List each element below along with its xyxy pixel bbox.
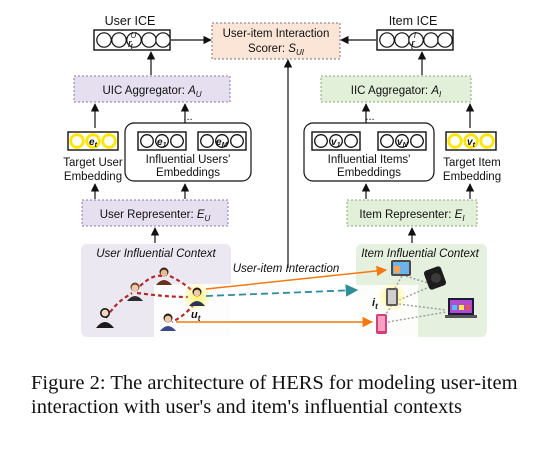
- influential-users-embeddings: ... e1 eM Influential Users' Embeddings: [124, 111, 252, 182]
- influential-users-label-line1: Influential Users': [146, 154, 231, 166]
- figure-caption: Figure 2: The architecture of HERS for m…: [31, 371, 541, 419]
- influential-user-last-symbol: eM: [216, 137, 228, 149]
- uic-aggregator-label: UIC Aggregator: AU: [102, 85, 201, 99]
- target-item-label-line2: Embedding: [443, 171, 501, 183]
- item-laptop-icon: [445, 298, 477, 318]
- uic-aggregator-box: UIC Aggregator: AU: [73, 75, 231, 103]
- user-representer-label: User Representer: EU: [100, 209, 211, 223]
- influential-items-label-line1: Influential Items': [328, 154, 411, 166]
- item-representer-label: Item Representer: EI: [359, 209, 465, 223]
- item-ice-label: Item ICE: [389, 14, 438, 28]
- item-representer-box: Item Representer: EI: [346, 199, 478, 227]
- interaction-arrow-to-target-item: [205, 284, 359, 297]
- influential-item-first-symbol: v1: [331, 137, 341, 149]
- user-avatar-woman: [96, 308, 114, 328]
- interaction-label: User-item Interaction: [233, 263, 340, 275]
- target-item-icon: [377, 282, 407, 312]
- influential-items-embeddings: ... v1 vN Influential Items' Embeddings: [303, 111, 435, 182]
- influential-items-ellipsis: ...: [365, 111, 374, 123]
- influential-items-label-line2: Embeddings: [337, 167, 401, 179]
- influential-item-last-symbol: vN: [397, 137, 409, 149]
- item-phone-icon: [376, 314, 387, 334]
- target-user-label-line1: Target User: [63, 157, 123, 169]
- user-ice-label: User ICE: [105, 14, 156, 28]
- item-speaker-icon: [423, 266, 447, 290]
- caption-line-2: interaction with user's and item's influ…: [31, 396, 462, 418]
- influential-users-label-line2: Embeddings: [156, 167, 220, 179]
- target-item-label-line1: Target Item: [443, 157, 501, 169]
- iic-aggregator-box: IIC Aggregator: AI: [320, 75, 472, 103]
- target-user-label-line2: Embedding: [64, 171, 122, 183]
- interaction-arrow-to-tablet: [205, 265, 388, 290]
- target-item-symbol: it: [372, 297, 378, 311]
- target-user-node-symbol: et: [89, 137, 98, 149]
- caption-line-1: Figure 2: The architecture of HERS for m…: [31, 372, 518, 394]
- scorer-line2: Scorer: SUI: [248, 43, 305, 57]
- interaction-scorer-box: User-item Interaction Scorer: SUI: [211, 22, 341, 60]
- item-context-label: Item Influential Context: [361, 248, 479, 260]
- item-tablet-icon: [391, 260, 411, 276]
- user-context-label: User Influential Context: [96, 248, 216, 260]
- user-avatar-influencer-2: [156, 267, 172, 285]
- target-user-avatar: [182, 282, 212, 312]
- user-avatar-influencer-1: [127, 282, 143, 301]
- iic-aggregator-label: IIC Aggregator: AI: [351, 85, 442, 99]
- target-item-embedding: vt: [445, 131, 497, 151]
- target-user-embedding: et: [67, 131, 119, 151]
- target-user-symbol: ut: [191, 309, 201, 323]
- influential-users-ellipsis: ...: [183, 111, 192, 123]
- target-item-node-symbol: vt: [467, 137, 476, 149]
- user-representer-box: User Representer: EU: [81, 199, 229, 227]
- user-avatar-influencer-3: [160, 313, 176, 331]
- scorer-line1: User-item Interaction: [223, 28, 330, 40]
- influential-user-first-symbol: e1: [157, 137, 167, 149]
